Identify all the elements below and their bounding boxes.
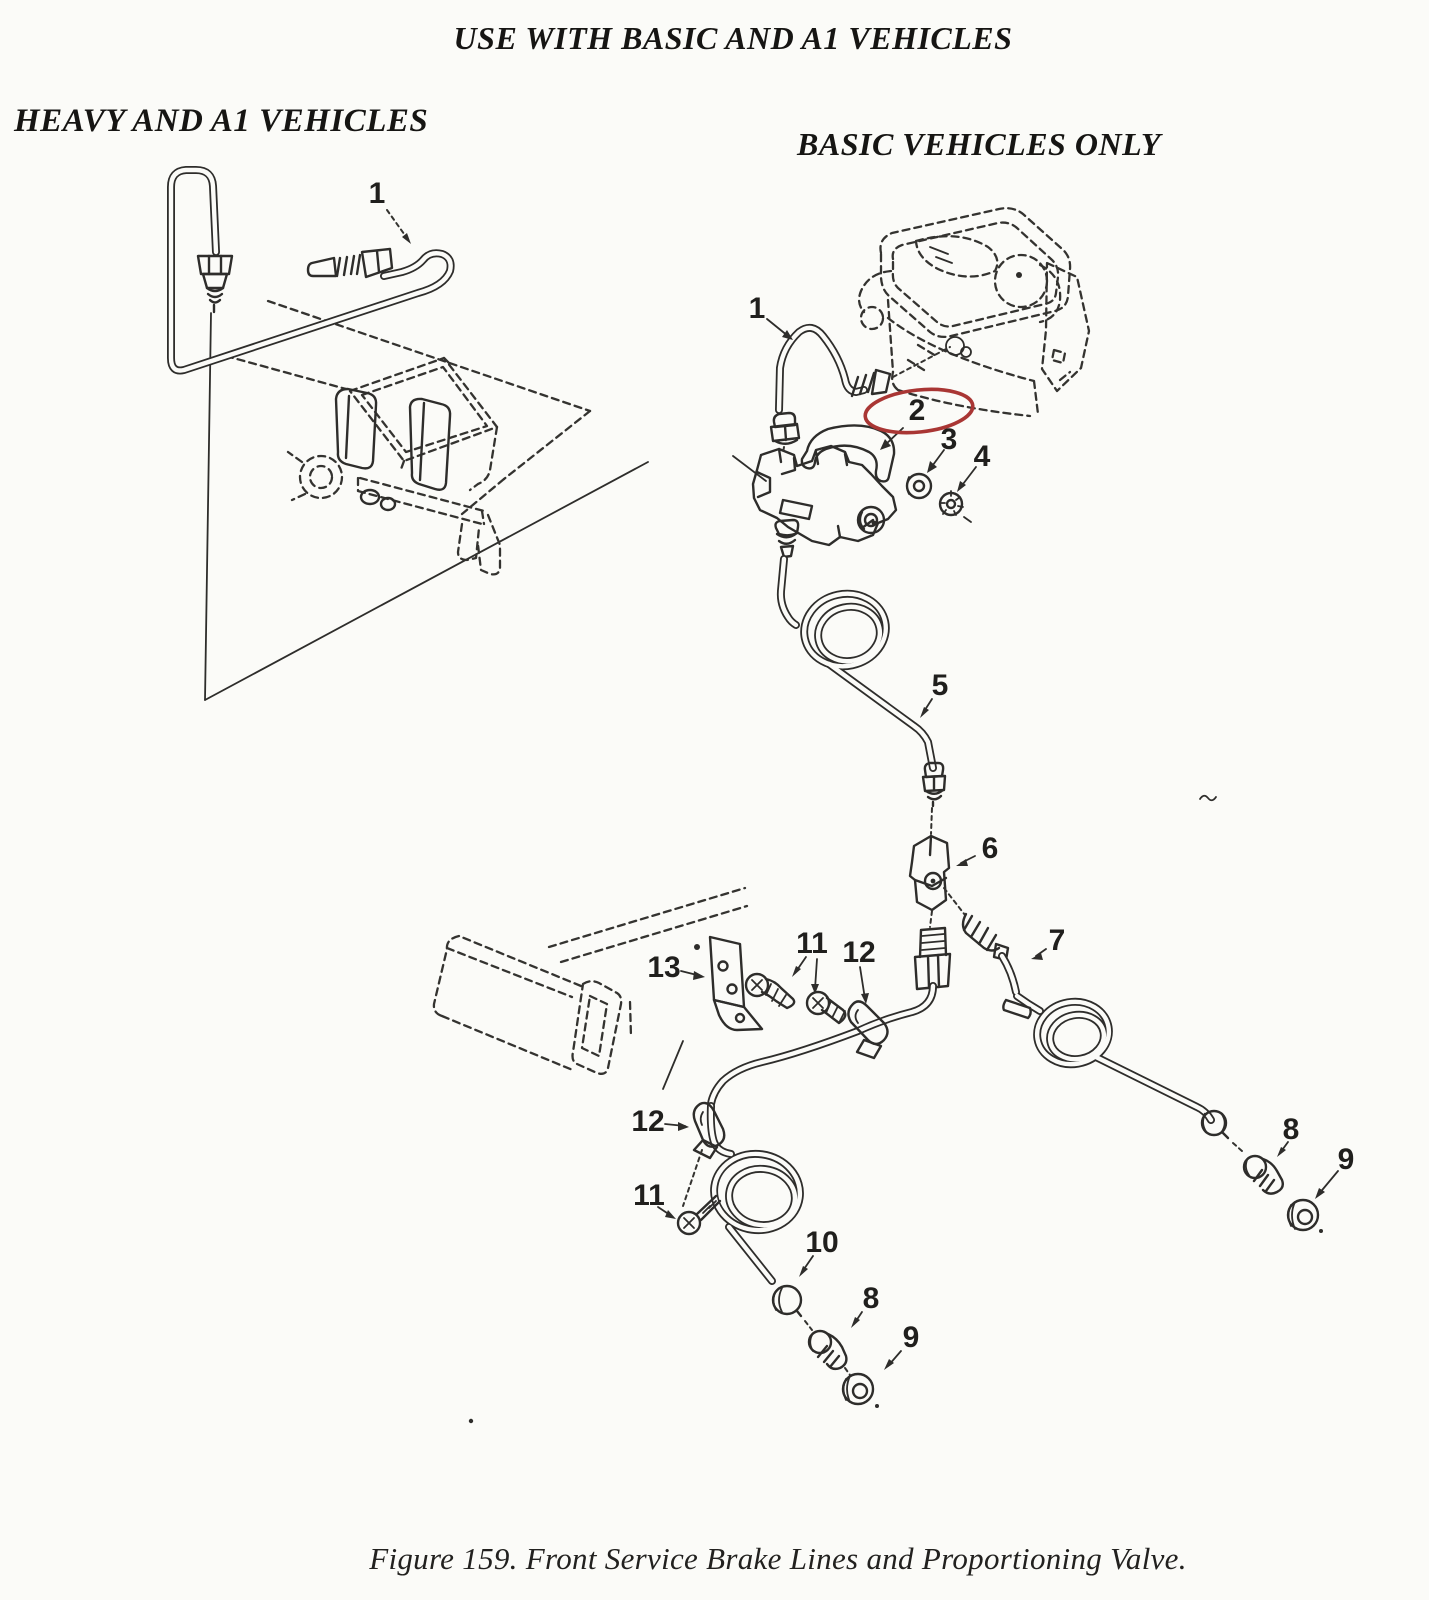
callout-1-left: 1 [368,177,386,210]
callout-7: 7 [1048,924,1066,957]
connector-part-8-right [1242,1154,1285,1195]
callout-3: 3 [940,423,958,456]
heavy-a1-line-fittings [196,247,394,314]
callout-2: 2 [908,394,926,427]
line-10-end-fitting [771,1284,803,1318]
clip-part-12-lower [692,1101,726,1160]
section-heading-right: BASIC VEHICLES ONLY [797,126,1161,162]
axis-clip-to-screw [682,1149,703,1207]
callout-11-upper: 11 [796,927,828,960]
callout-8-lower: 8 [862,1282,880,1315]
axis-7-to-8 [1232,1142,1243,1152]
callout-9-lower-leader [884,1350,902,1370]
figure-caption: Figure 159. Front Service Brake Lines an… [369,1541,1187,1576]
callout-12-lower: 12 [631,1105,665,1138]
callout-12-upper: 12 [842,936,876,969]
clip-part-12-upper [847,1000,889,1060]
callout-8-right-leader [1277,1141,1289,1157]
callout-9-lower: 9 [902,1321,920,1354]
screw-part-11-lower [676,1194,722,1236]
washer-part-3 [905,472,933,500]
callout-5-leader [920,698,933,718]
frame-dot [694,944,700,950]
frame-rail [432,886,749,1075]
title-top: USE WITH BASIC AND A1 VEHICLES [453,20,1013,56]
frame-detail-line [662,1040,684,1090]
proportioning-valve [732,411,898,559]
hose-7-fittings [1002,998,1230,1140]
callout-9-right-leader [1315,1170,1339,1199]
callout-13-leader [680,970,705,980]
axis-10-to-8 [804,1320,813,1331]
bracket-part-13 [708,935,764,1032]
elbow-fitting-under-6 [913,926,952,991]
nut-part-9-right [1286,1198,1323,1233]
callout-11-lower: 11 [633,1179,665,1212]
callout-10: 10 [805,1226,839,1259]
valve-leaders [880,427,977,492]
callout-4: 4 [973,440,991,473]
callout-1-right-leader [766,318,793,340]
callout-8-lower-leader [851,1311,863,1328]
part-2-highlight-ellipse [863,387,975,435]
line-5-end-fitting [921,761,947,808]
scan-mark [1199,794,1217,802]
right-master-cylinder [857,207,1091,418]
callout-9-right: 9 [1337,1143,1355,1176]
axis-8-to-9 [844,1367,851,1376]
callout-6-leader [956,855,976,866]
nut-part-9-lower [841,1372,879,1408]
section-heading-left: HEAVY AND A1 VEHICLES [14,103,429,139]
callout-12-upper-leader [859,966,869,1004]
line-1-mc-fitting [850,368,892,398]
screws-part-11-upper [744,972,847,1025]
scan-speck [468,1418,474,1424]
callout-8-right: 8 [1282,1113,1300,1146]
callout-5: 5 [931,669,949,702]
callout-11-lower-leader [657,1206,676,1219]
callout-6: 6 [981,832,999,865]
callout-1-left-leader [386,209,411,244]
axis-6-to-elbow [929,910,933,928]
junction-block-part-6 [908,834,951,912]
left-master-cylinder [286,356,502,576]
locknut-part-4 [938,490,972,523]
callout-10-leader [799,1255,814,1277]
callout-12-lower-leader [664,1122,689,1131]
left-scene-planes [204,299,649,701]
callout-13: 13 [647,951,681,984]
connector-part-8-lower [807,1329,848,1371]
axis-5-to-6 [930,807,933,835]
callout-1-right: 1 [748,292,766,325]
callout-7-leader [1031,948,1047,960]
callout-11-upper-leaders [792,956,819,994]
axis-6-to-hose [943,887,966,916]
line-1-assembly-axis [892,346,951,378]
